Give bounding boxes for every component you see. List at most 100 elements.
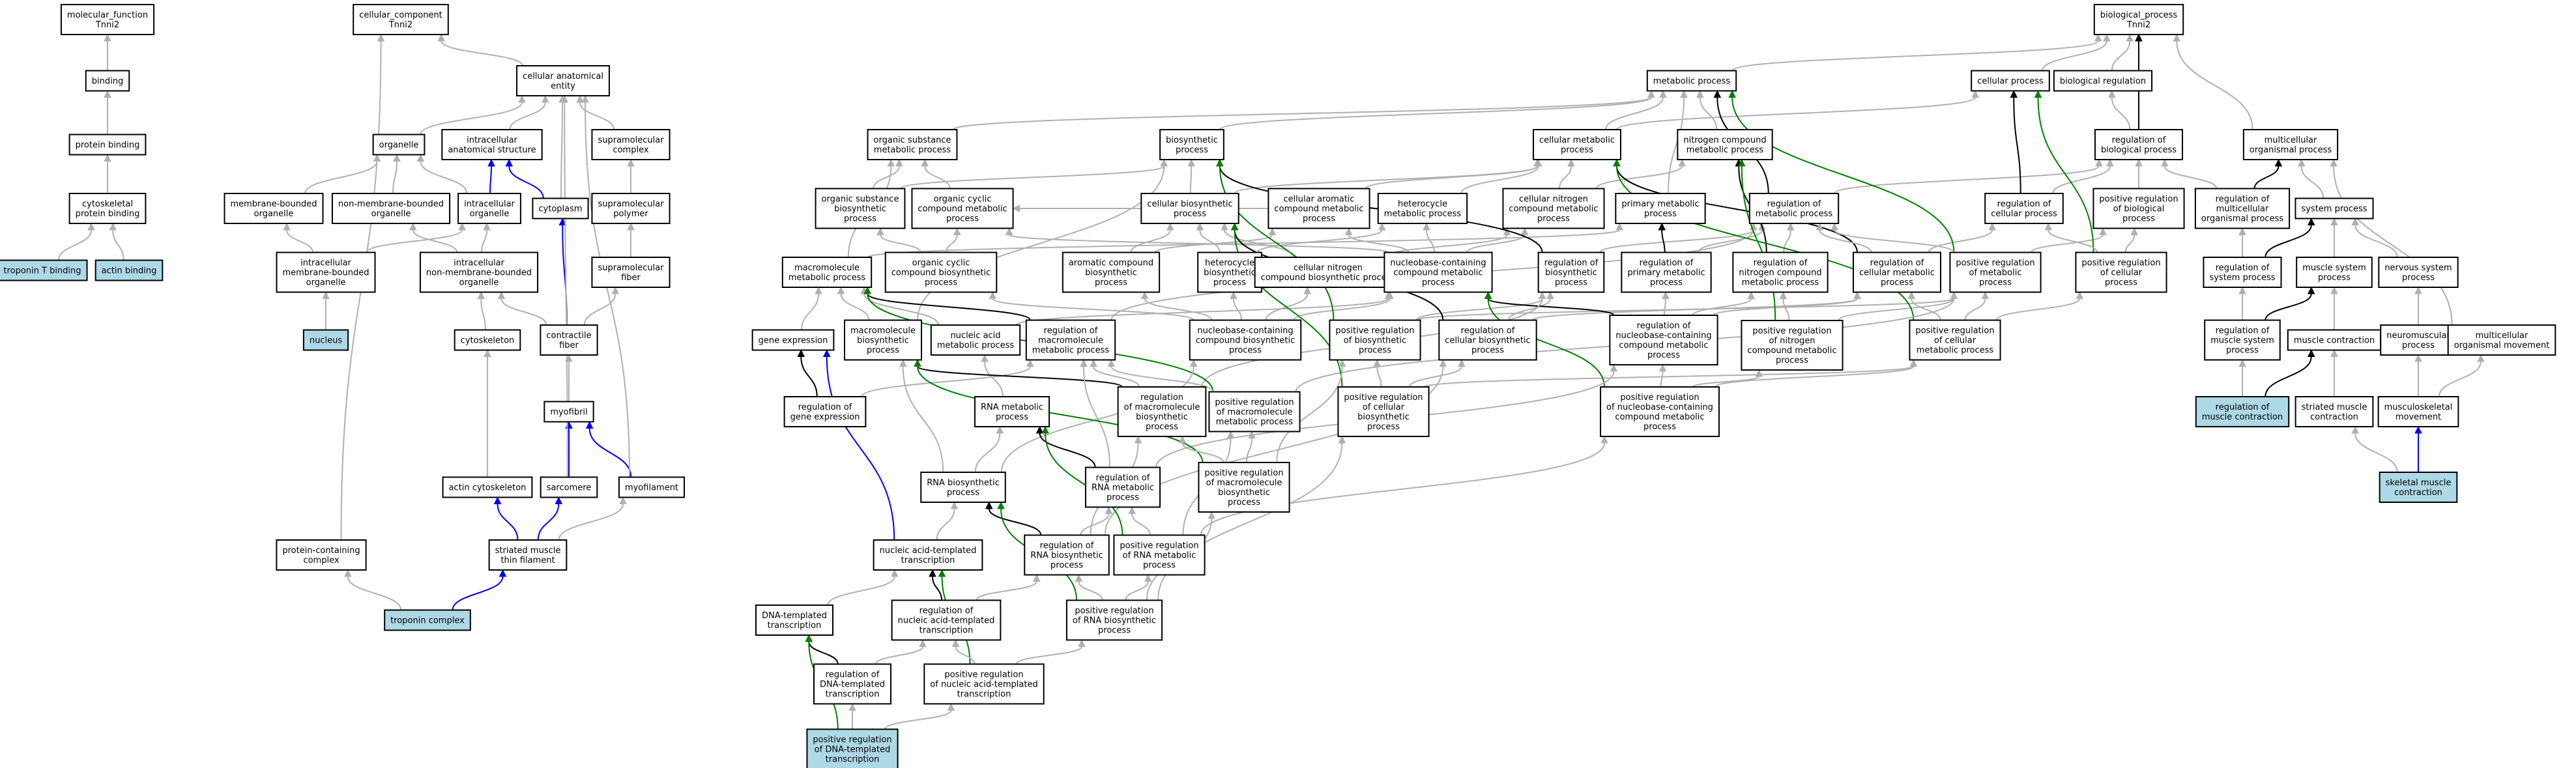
go-term-myofibril[interactable]: myofibril xyxy=(543,401,594,423)
go-term-troponin-t-binding[interactable]: troponin T binding xyxy=(0,259,88,281)
go-term-myofilament[interactable]: myofilament xyxy=(618,476,686,498)
go-term-organelle[interactable]: organelle xyxy=(372,134,426,156)
go-term-muscle-contraction[interactable]: muscle contraction xyxy=(2287,329,2382,351)
go-term-sarcomere[interactable]: sarcomere xyxy=(540,476,598,498)
go-term-cellular-process[interactable]: cellular process xyxy=(1971,70,2050,92)
go-term-actin-binding[interactable]: actin binding xyxy=(94,259,164,281)
go-term-system-process[interactable]: system process xyxy=(2294,197,2374,220)
go-term-nucleus[interactable]: nucleus xyxy=(302,329,349,351)
go-term-gene-expression[interactable]: gene expression xyxy=(751,329,835,351)
go-term-intracellular-non-membrane-bounded-organelle[interactable]: intracellularnon-membrane-boundedorganel… xyxy=(419,251,539,293)
go-term-cytoplasm[interactable]: cytoplasm xyxy=(532,197,589,220)
go-term-troponin-complex[interactable]: troponin complex xyxy=(384,609,471,631)
go-term-metabolic-process[interactable]: metabolic process xyxy=(1646,70,1737,92)
go-term-protein-binding[interactable]: protein binding xyxy=(68,134,147,156)
go-term-binding[interactable]: binding xyxy=(85,70,130,92)
go-term-regulation-of-nucleobase-containing-compound-metabolic-process[interactable]: regulation ofnucleobase-containingcompou… xyxy=(1609,315,1718,365)
go-term-actin-cytoskeleton[interactable]: actin cytoskeleton xyxy=(442,476,533,498)
go-term-biological-regulation[interactable]: biological regulation xyxy=(2053,70,2153,92)
go-term-cytoskeleton[interactable]: cytoskeleton xyxy=(454,329,521,351)
